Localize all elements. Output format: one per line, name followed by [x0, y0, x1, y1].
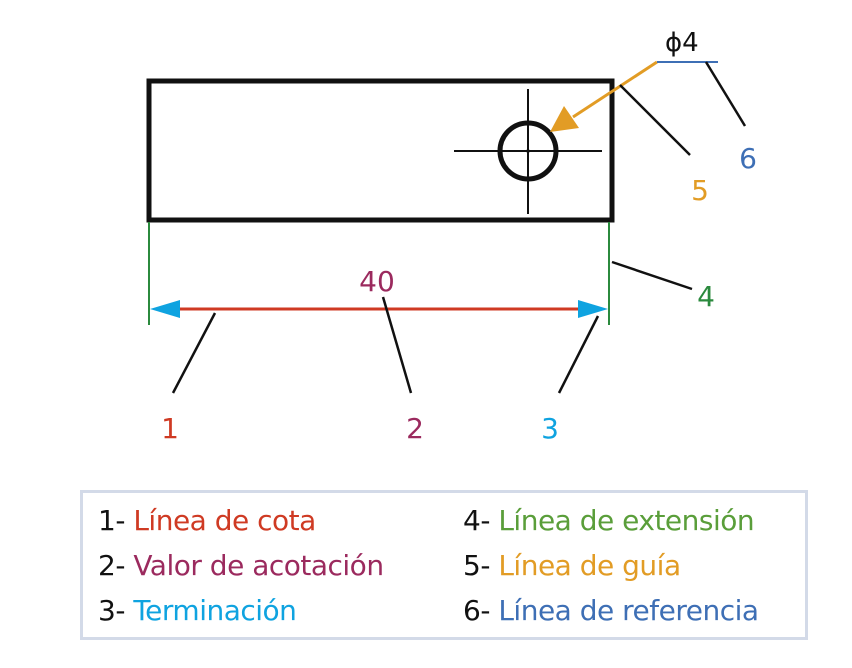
legend-box: 1- Línea de cota 2- Valor de acotación 3… — [80, 490, 808, 640]
legend-label: Terminación — [133, 594, 297, 627]
legend-label: Línea de cota — [133, 504, 316, 537]
legend-item-5: 5- Línea de guía — [463, 549, 681, 583]
leader-line — [572, 60, 658, 119]
legend-item-6: 6- Línea de referencia — [463, 594, 759, 628]
hole-center-dot — [526, 149, 530, 153]
legend-number: 5- — [463, 549, 490, 582]
callout-pointer-5 — [619, 84, 691, 156]
leader-arrowhead — [550, 106, 579, 132]
legend-number: 6- — [463, 594, 490, 627]
callout-number-3: 3 — [541, 412, 559, 445]
callout-number-6: 6 — [739, 142, 757, 175]
callout-number-2: 2 — [406, 412, 424, 445]
callout-pointer-3 — [557, 315, 600, 394]
callout-pointer-1 — [171, 312, 217, 394]
legend-label: Línea de guía — [498, 549, 681, 582]
callout-pointer-2 — [381, 296, 413, 394]
legend-item-2: 2- Valor de acotación — [98, 549, 384, 583]
callout-pointer-6 — [704, 61, 747, 127]
diameter-value: ϕ4 — [665, 28, 699, 58]
legend-label: Valor de acotación — [133, 549, 384, 582]
legend-item-1: 1- Línea de cota — [98, 504, 316, 538]
callout-pointer-4 — [611, 260, 693, 291]
legend-label: Línea de referencia — [498, 594, 759, 627]
legend-number: 3- — [98, 594, 125, 627]
callout-number-5: 5 — [691, 174, 709, 207]
hole-circle — [497, 120, 559, 182]
legend-item-4: 4- Línea de extensión — [463, 504, 755, 538]
arrowhead-left — [150, 300, 180, 318]
callout-number-1: 1 — [161, 412, 179, 445]
legend-item-3: 3- Terminación — [98, 594, 297, 628]
dimension-value: 40 — [359, 265, 395, 298]
legend-number: 2- — [98, 549, 125, 582]
legend-number: 4- — [463, 504, 490, 537]
legend-number: 1- — [98, 504, 125, 537]
callout-number-4: 4 — [697, 280, 715, 313]
arrowhead-right — [578, 300, 608, 318]
legend-label: Línea de extensión — [498, 504, 755, 537]
part-rectangle — [146, 78, 615, 223]
